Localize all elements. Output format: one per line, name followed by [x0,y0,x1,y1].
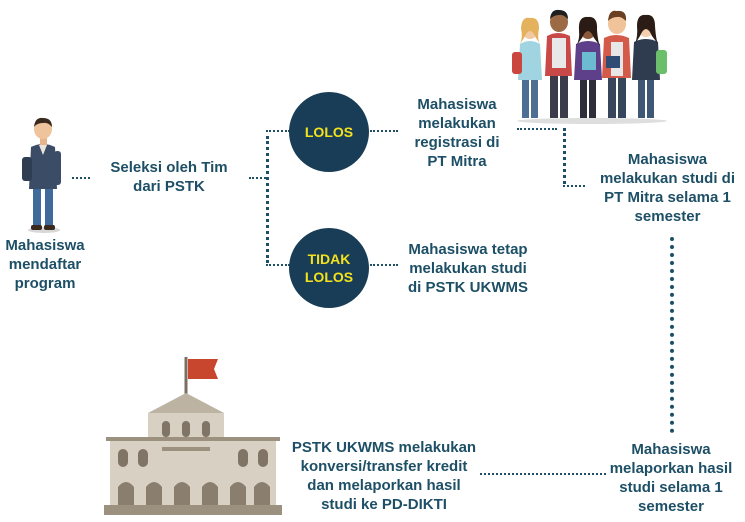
connector-passed-registration [370,130,398,132]
connector-report-conversion [480,473,606,475]
flag-icon [188,359,218,379]
connector-group-vertical [563,128,566,184]
not-passed-circle: TIDAK LOLOS [289,228,369,308]
applicant-label: Mahasiswa mendaftar program [5,237,85,292]
connector-registration-group [517,128,557,130]
conversion-label: PSTK UKWMS melakukan konversi/transfer k… [291,439,477,513]
connector-to-not-passed [266,264,290,266]
report-label: Mahasiswa melaporkan hasil studi selama … [609,441,733,515]
connector-to-study [563,185,585,187]
connector-selection-branch [249,177,266,179]
connector-branch-vertical [266,136,269,263]
university-building-icon [104,357,282,515]
students-group-icon [512,9,667,124]
registration-label: Mahasiswa melakukan registrasi di PT Mit… [414,96,500,170]
connector-to-passed [266,130,290,132]
stay-label: Mahasiswa tetap melakukan studi di PSTK … [408,241,528,296]
student-icon [22,117,61,233]
connector-applicant-selection [72,177,90,179]
study-label: Mahasiswa melakukan studi di PT Mitra se… [599,151,736,225]
passed-circle: LOLOS [289,92,369,172]
connector-not-passed-stay [370,264,398,266]
selection-label: Seleksi oleh Tim dari PSTK [110,159,228,195]
connector-study-report [670,237,674,433]
